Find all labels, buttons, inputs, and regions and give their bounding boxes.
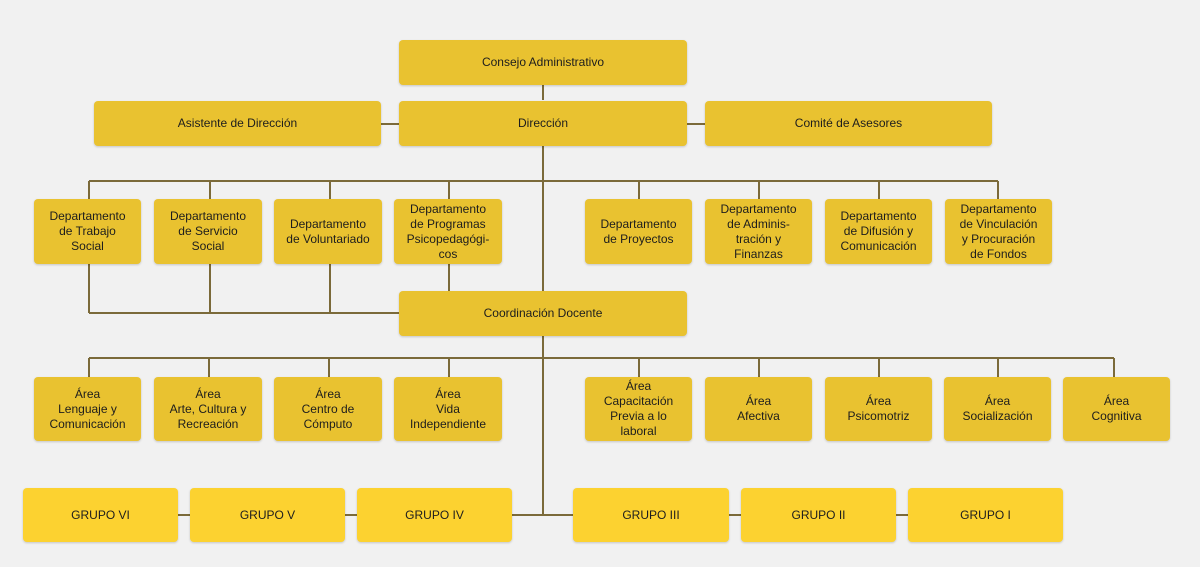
consejo-administrativo-box: Consejo Administrativo [399, 40, 687, 85]
area-box: Área Afectiva [705, 377, 812, 441]
area-box: Área Capacitación Previa a lo laboral [585, 377, 692, 441]
department-box: Departamento de Servicio Social [154, 199, 262, 264]
department-box: Departamento de Vinculación y Procuració… [945, 199, 1052, 264]
group-box: GRUPO I [908, 488, 1063, 542]
area-box: Área Centro de Cómputo [274, 377, 382, 441]
department-label: Departamento de Servicio Social [169, 209, 247, 253]
department-label: Departamento de Adminis- tración y Finan… [720, 201, 797, 261]
area-label: Área Psicomotriz [847, 394, 910, 423]
area-label: Área Centro de Cómputo [301, 386, 355, 431]
group-box: GRUPO VI [23, 488, 178, 542]
area-label: Área Capacitación Previa a lo laboral [603, 379, 674, 438]
group-label: GRUPO V [239, 507, 296, 522]
department-label: Departamento de Voluntariado [286, 216, 370, 246]
department-box: Departamento de Programas Psicopedagógi-… [394, 199, 502, 264]
group-label: GRUPO IV [405, 507, 464, 522]
area-label: Área Cognitiva [1091, 394, 1142, 423]
department-box: Departamento de Difusión y Comunicación [825, 199, 932, 264]
department-label: Departamento de Vinculación y Procuració… [959, 201, 1038, 261]
comite-asesores-box: Comité de Asesores [705, 101, 992, 146]
department-label: Departamento de Difusión y Comunicación [840, 209, 917, 253]
area-box: Área Cognitiva [1063, 377, 1170, 441]
area-box: Área Lenguaje y Comunicación [34, 377, 141, 441]
department-label: Departamento de Programas Psicopedagógi-… [406, 201, 490, 261]
department-box: Departamento de Proyectos [585, 199, 692, 264]
direccion-label: Dirección [517, 116, 568, 130]
asistente-direccion-box: Asistente de Dirección [94, 101, 381, 146]
area-label: Área Socialización [962, 394, 1033, 423]
area-box: Área Arte, Cultura y Recreación [154, 377, 262, 441]
group-box: GRUPO II [741, 488, 896, 542]
group-label: GRUPO VI [71, 507, 130, 522]
department-box: Departamento de Voluntariado [274, 199, 382, 264]
asistente-direccion-label: Asistente de Dirección [177, 116, 298, 130]
coordinacion-docente-label: Coordinación Docente [483, 306, 603, 320]
department-label: Departamento de Proyectos [600, 216, 677, 246]
department-label: Departamento de Trabajo Social [49, 209, 126, 253]
coordinacion-docente-box: Coordinación Docente [399, 291, 687, 336]
area-label: Área Vida Independiente [409, 386, 487, 431]
area-label: Área Arte, Cultura y Recreación [169, 386, 247, 431]
group-label: GRUPO II [791, 507, 846, 522]
area-label: Área Lenguaje y Comunicación [49, 386, 126, 431]
consejo-administrativo-label: Consejo Administrativo [481, 55, 605, 69]
area-box: Área Vida Independiente [394, 377, 502, 441]
group-label: GRUPO III [622, 507, 680, 522]
group-box: GRUPO III [573, 488, 729, 542]
department-box: Departamento de Adminis- tración y Finan… [705, 199, 812, 264]
area-label: Área Afectiva [737, 394, 780, 423]
area-box: Área Socialización [944, 377, 1051, 441]
area-box: Área Psicomotriz [825, 377, 932, 441]
group-box: GRUPO V [190, 488, 345, 542]
group-box: GRUPO IV [357, 488, 512, 542]
comite-asesores-label: Comité de Asesores [794, 116, 903, 130]
group-label: GRUPO I [960, 507, 1011, 522]
department-box: Departamento de Trabajo Social [34, 199, 141, 264]
direccion-box: Dirección [399, 101, 687, 146]
